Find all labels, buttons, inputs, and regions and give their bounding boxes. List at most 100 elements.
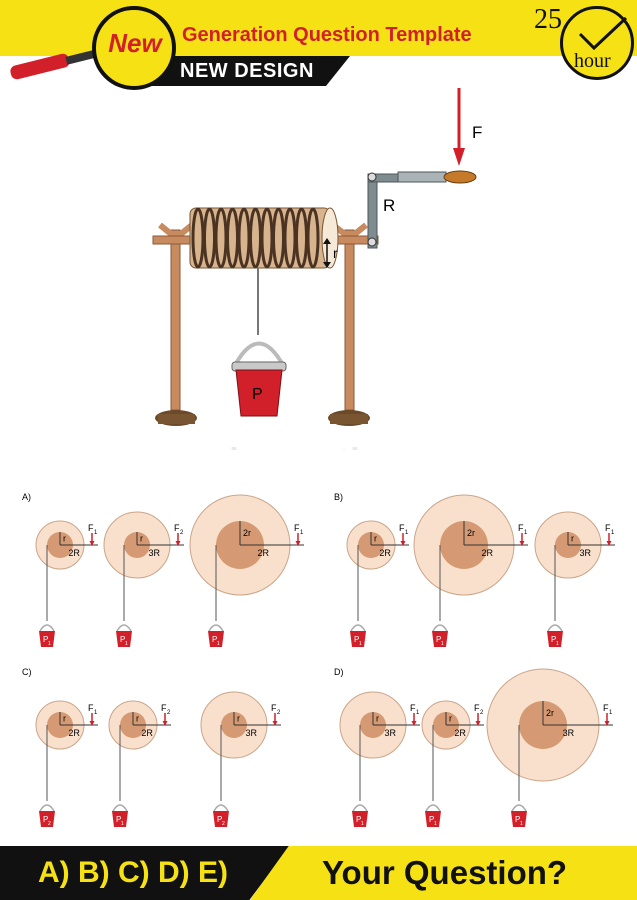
bucket-handle — [39, 624, 55, 632]
force-label: F — [399, 523, 405, 533]
footer-dark-bar — [0, 846, 290, 900]
force-label: F — [518, 523, 524, 533]
force-arrowhead — [475, 721, 481, 726]
load-subscript: 1 — [441, 641, 444, 647]
crank-radius-label: R — [383, 196, 395, 215]
outer-radius-label: 3R — [580, 548, 592, 558]
load-subscript: 1 — [125, 641, 128, 647]
force-label: F — [472, 123, 482, 142]
inner-radius-label: r — [63, 534, 66, 544]
load-label: P — [43, 635, 48, 644]
inner-radius-label: r — [237, 714, 240, 724]
force-label: F — [294, 523, 300, 533]
axle-radius-label: r — [333, 245, 338, 261]
outer-radius-label: 3R — [385, 728, 397, 738]
outer-radius-label: 2R — [258, 548, 270, 558]
checkmark-icon — [578, 16, 628, 51]
inner-radius-label: r — [571, 534, 574, 544]
outer-radius-label: 3R — [246, 728, 258, 738]
option-label: D) — [334, 667, 344, 677]
inner-radius-label: r — [449, 714, 452, 724]
inner-radius-label: 2r — [546, 708, 554, 718]
bucket-handle — [39, 804, 55, 812]
bucket — [350, 631, 366, 647]
load-label: P — [356, 815, 361, 824]
bucket-handle — [116, 624, 132, 632]
outer-radius-label: 2R — [141, 728, 153, 738]
option-label: A) — [22, 492, 31, 502]
force-arrowhead — [519, 541, 525, 546]
force-label: F — [161, 703, 167, 713]
bucket — [116, 631, 132, 647]
load-label: P — [515, 815, 520, 824]
load-label: P — [436, 635, 441, 644]
clock-unit: hour — [574, 50, 611, 72]
bucket-handle — [547, 624, 563, 632]
load-label: P — [551, 635, 556, 644]
answer-choices: A) B) C) D) E) — [38, 856, 228, 889]
bucket — [235, 369, 283, 417]
clock-badge — [560, 6, 634, 80]
bucket-handle — [112, 804, 128, 812]
footer-yellow-bar — [250, 846, 637, 900]
bucket-handle — [208, 624, 224, 632]
force-subscript: 1 — [416, 710, 420, 716]
force-arrowhead — [175, 541, 181, 546]
force-label: F — [88, 523, 94, 533]
force-label: F — [474, 703, 480, 713]
bucket — [213, 811, 229, 827]
force-arrowhead — [295, 541, 301, 546]
force-subscript: 1 — [611, 530, 615, 536]
force-label: F — [174, 523, 180, 533]
force-subscript: 1 — [300, 530, 304, 536]
inner-radius-label: r — [374, 534, 377, 544]
bucket — [112, 811, 128, 827]
load-label: P — [217, 815, 222, 824]
inner-radius-label: r — [63, 714, 66, 724]
windlass-diagram: F R r P dreamstime. — [152, 88, 482, 450]
load-subscript: 2 — [222, 821, 225, 827]
outer-radius-label: 2R — [454, 728, 466, 738]
new-badge-text: New — [108, 28, 162, 58]
force-arrowhead — [89, 541, 95, 546]
page-title: Generation Question Template — [182, 24, 472, 46]
force-arrowhead — [411, 721, 417, 726]
load-label: P — [120, 635, 125, 644]
bucket-handle — [511, 804, 527, 812]
force-arrowhead — [89, 721, 95, 726]
force-subscript: 1 — [524, 530, 528, 536]
outer-radius-label: 2R — [68, 548, 80, 558]
force-subscript: 1 — [94, 530, 98, 536]
load-label: P — [212, 635, 217, 644]
inner-radius-label: 2r — [243, 528, 251, 538]
bucket — [39, 631, 55, 647]
bucket — [425, 811, 441, 827]
clock-number: 25. — [534, 4, 569, 35]
inner-radius-label: r — [376, 714, 379, 724]
question-prompt: Your Question? — [322, 854, 568, 891]
new-badge — [92, 6, 176, 90]
load-subscript: 1 — [121, 821, 124, 827]
magnifier-handle — [10, 49, 97, 80]
load-subscript: 1 — [48, 641, 51, 647]
force-subscript: 1 — [609, 710, 613, 716]
load-subscript: 1 — [217, 641, 220, 647]
force-subscript: 1 — [405, 530, 409, 536]
right-post — [344, 229, 355, 411]
force-subscript: 2 — [180, 530, 184, 536]
load-subscript: 1 — [359, 641, 362, 647]
outer-radius-label: 3R — [149, 548, 161, 558]
load-subscript: 1 — [556, 641, 559, 647]
load-label: P — [354, 635, 359, 644]
bucket-label: P — [252, 386, 263, 403]
bucket-handle — [352, 804, 368, 812]
crank-handle — [397, 171, 447, 183]
force-subscript: 2 — [167, 710, 171, 716]
load-subscript: 1 — [361, 821, 364, 827]
force-arrowhead — [606, 541, 612, 546]
load-label: P — [116, 815, 121, 824]
crank-arm — [367, 175, 378, 249]
option-label: B) — [334, 492, 343, 502]
subtitle: NEW DESIGN — [180, 60, 314, 82]
